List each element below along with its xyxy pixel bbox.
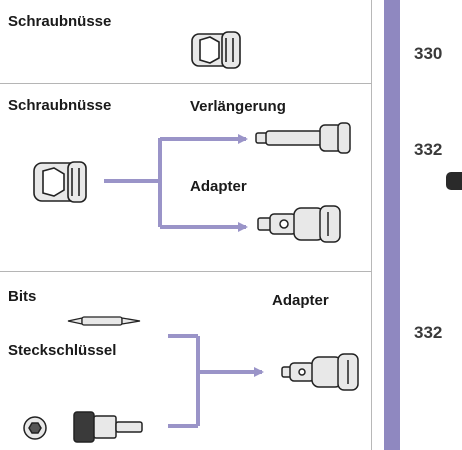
merge-arrow xyxy=(168,334,264,428)
socket-wrench-label: Steckschlüssel xyxy=(8,342,117,359)
socket-icon xyxy=(33,161,87,203)
bits-label: Bits xyxy=(8,288,37,305)
adapter-label-upper: Adapter xyxy=(190,178,247,195)
socket-icon xyxy=(191,31,241,69)
section-divider xyxy=(0,83,372,84)
tool-thumbnail-icon xyxy=(446,172,462,190)
socket-wrench-icon xyxy=(73,411,143,443)
adapter-label-lower: Adapter xyxy=(272,292,329,309)
page-number-1[interactable]: 330 xyxy=(414,44,443,63)
page-number-2[interactable]: 332 xyxy=(414,140,443,159)
panel-frame xyxy=(371,0,372,450)
sidebar-accent-bar xyxy=(384,0,400,450)
page-number-3[interactable]: 332 xyxy=(414,323,443,342)
extension-label: Verlängerung xyxy=(190,98,286,115)
section2-title: Schraubnüsse xyxy=(8,97,112,114)
branch-arrow xyxy=(104,134,248,232)
section-divider xyxy=(0,271,372,272)
hex-bolt-icon xyxy=(23,416,47,440)
bit-icon xyxy=(67,316,141,326)
extension-bar-icon xyxy=(255,122,351,154)
section1-title: Schraubnüsse xyxy=(8,13,112,30)
adapter-icon xyxy=(257,205,341,243)
adapter-icon xyxy=(281,353,359,391)
